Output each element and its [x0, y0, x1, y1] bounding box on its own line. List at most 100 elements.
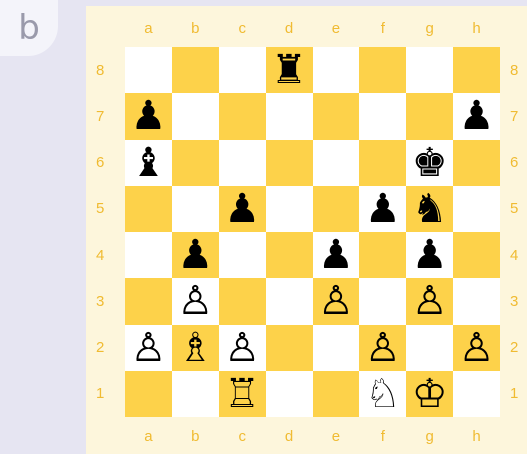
- square-f5[interactable]: ♟: [359, 186, 406, 232]
- white-pawn-icon[interactable]: ♙: [224, 328, 260, 368]
- white-pawn-icon[interactable]: ♙: [318, 281, 354, 321]
- white-knight-icon[interactable]: ♘: [365, 374, 401, 414]
- square-g1[interactable]: ♔: [406, 371, 453, 417]
- square-b7[interactable]: [172, 93, 219, 139]
- square-g4[interactable]: ♟: [406, 232, 453, 278]
- square-b6[interactable]: [172, 140, 219, 186]
- white-pawn-icon[interactable]: ♙: [412, 281, 448, 321]
- square-d4[interactable]: [266, 232, 313, 278]
- square-d1[interactable]: [266, 371, 313, 417]
- square-f1[interactable]: ♘: [359, 371, 406, 417]
- square-b5[interactable]: [172, 186, 219, 232]
- black-king-icon[interactable]: ♚: [412, 143, 448, 183]
- rank-label-4: 4: [96, 232, 104, 278]
- black-knight-icon[interactable]: ♞: [412, 189, 448, 229]
- square-f7[interactable]: [359, 93, 406, 139]
- square-h6[interactable]: [453, 140, 500, 186]
- square-d3[interactable]: [266, 278, 313, 324]
- black-bishop-icon[interactable]: ♝: [131, 143, 167, 183]
- rank-label-3: 3: [510, 278, 518, 324]
- white-king-icon[interactable]: ♔: [412, 374, 448, 414]
- black-pawn-icon[interactable]: ♟: [365, 189, 401, 229]
- square-b4[interactable]: ♟: [172, 232, 219, 278]
- square-d7[interactable]: [266, 93, 313, 139]
- black-pawn-icon[interactable]: ♟: [177, 235, 213, 275]
- white-bishop-icon[interactable]: ♗: [177, 328, 213, 368]
- black-pawn-icon[interactable]: ♟: [131, 96, 167, 136]
- square-c6[interactable]: [219, 140, 266, 186]
- file-label-d: d: [266, 428, 313, 445]
- square-g2[interactable]: [406, 325, 453, 371]
- square-c1[interactable]: ♖: [219, 371, 266, 417]
- square-a7[interactable]: ♟: [125, 93, 172, 139]
- square-d6[interactable]: [266, 140, 313, 186]
- square-c3[interactable]: [219, 278, 266, 324]
- square-f3[interactable]: [359, 278, 406, 324]
- file-label-h: h: [453, 20, 500, 37]
- rank-label-1: 1: [96, 371, 104, 417]
- black-pawn-icon[interactable]: ♟: [224, 189, 260, 229]
- square-c4[interactable]: [219, 232, 266, 278]
- file-label-h: h: [453, 428, 500, 445]
- square-b8[interactable]: [172, 47, 219, 93]
- file-label-e: e: [313, 20, 360, 37]
- white-pawn-icon[interactable]: ♙: [365, 328, 401, 368]
- square-e4[interactable]: ♟: [313, 232, 360, 278]
- square-d8[interactable]: ♜: [266, 47, 313, 93]
- square-e1[interactable]: [313, 371, 360, 417]
- square-h5[interactable]: [453, 186, 500, 232]
- rank-label-5: 5: [96, 186, 104, 232]
- square-c5[interactable]: ♟: [219, 186, 266, 232]
- white-pawn-icon[interactable]: ♙: [459, 328, 495, 368]
- square-e6[interactable]: [313, 140, 360, 186]
- square-f4[interactable]: [359, 232, 406, 278]
- square-h3[interactable]: [453, 278, 500, 324]
- square-g3[interactable]: ♙: [406, 278, 453, 324]
- white-pawn-icon[interactable]: ♙: [131, 328, 167, 368]
- square-c8[interactable]: [219, 47, 266, 93]
- square-e7[interactable]: [313, 93, 360, 139]
- square-h2[interactable]: ♙: [453, 325, 500, 371]
- square-h7[interactable]: ♟: [453, 93, 500, 139]
- file-label-f: f: [359, 428, 406, 445]
- square-a2[interactable]: ♙: [125, 325, 172, 371]
- square-f8[interactable]: [359, 47, 406, 93]
- square-a1[interactable]: [125, 371, 172, 417]
- square-d5[interactable]: [266, 186, 313, 232]
- square-e8[interactable]: [313, 47, 360, 93]
- square-b3[interactable]: ♙: [172, 278, 219, 324]
- square-g6[interactable]: ♚: [406, 140, 453, 186]
- square-f2[interactable]: ♙: [359, 325, 406, 371]
- black-rook-icon[interactable]: ♜: [271, 50, 307, 90]
- square-h8[interactable]: [453, 47, 500, 93]
- square-a3[interactable]: [125, 278, 172, 324]
- rank-label-7: 7: [96, 93, 104, 139]
- square-f6[interactable]: [359, 140, 406, 186]
- black-pawn-icon[interactable]: ♟: [459, 96, 495, 136]
- square-h1[interactable]: [453, 371, 500, 417]
- file-label-e: e: [313, 428, 360, 445]
- square-g8[interactable]: [406, 47, 453, 93]
- square-a4[interactable]: [125, 232, 172, 278]
- square-c2[interactable]: ♙: [219, 325, 266, 371]
- square-e5[interactable]: [313, 186, 360, 232]
- square-b1[interactable]: [172, 371, 219, 417]
- square-e3[interactable]: ♙: [313, 278, 360, 324]
- black-pawn-icon[interactable]: ♟: [318, 235, 354, 275]
- square-h4[interactable]: [453, 232, 500, 278]
- square-a8[interactable]: [125, 47, 172, 93]
- square-e2[interactable]: [313, 325, 360, 371]
- square-c7[interactable]: [219, 93, 266, 139]
- white-pawn-icon[interactable]: ♙: [177, 281, 213, 321]
- square-a6[interactable]: ♝: [125, 140, 172, 186]
- square-b2[interactable]: ♗: [172, 325, 219, 371]
- square-g5[interactable]: ♞: [406, 186, 453, 232]
- file-label-g: g: [406, 428, 453, 445]
- white-rook-icon[interactable]: ♖: [224, 374, 260, 414]
- square-g7[interactable]: [406, 93, 453, 139]
- black-pawn-icon[interactable]: ♟: [412, 235, 448, 275]
- square-a5[interactable]: [125, 186, 172, 232]
- square-d2[interactable]: [266, 325, 313, 371]
